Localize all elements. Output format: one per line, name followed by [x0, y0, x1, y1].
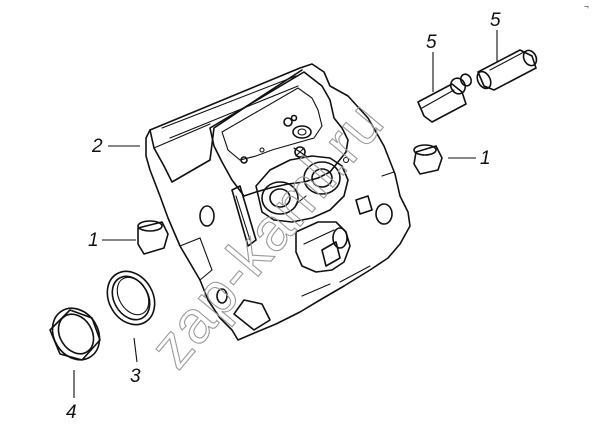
ring-large: [49, 307, 101, 361]
sleeve-right: [476, 49, 538, 91]
callout-ring-large: 4: [66, 402, 77, 423]
callout-ring-small: 3: [130, 366, 141, 387]
cylinder-head: [145, 63, 411, 341]
callout-sleeve-left: 5: [426, 32, 437, 53]
corner-mark: ¬: [584, 2, 589, 11]
leader-lines: [73, 30, 498, 398]
leader-ring-small: [133, 337, 138, 363]
valve-seat-right: [413, 144, 443, 175]
callout-sleeve-right: 5: [490, 10, 501, 31]
callout-head: 2: [91, 136, 103, 157]
ring-small: [106, 270, 156, 326]
callout-seat-right: 1: [480, 148, 491, 169]
sleeve-left: [417, 73, 473, 123]
callout-seat-left: 1: [88, 230, 99, 251]
valve-seat-left: [137, 220, 169, 255]
